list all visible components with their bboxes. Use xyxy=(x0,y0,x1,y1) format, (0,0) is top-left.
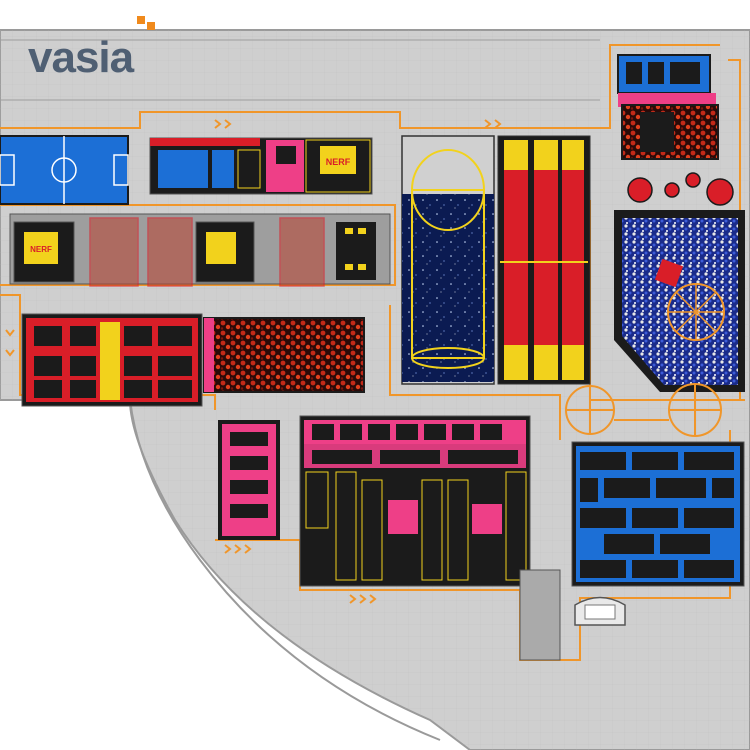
play-tower xyxy=(617,54,719,160)
soccer-court xyxy=(0,135,129,205)
bounce-pods xyxy=(627,172,734,206)
brand-logo: vasia xyxy=(28,33,134,82)
dodgeball-court: NERF xyxy=(149,137,373,195)
trampoline-red xyxy=(21,313,203,407)
direction-arrows xyxy=(5,119,502,604)
foam-pit xyxy=(203,317,365,393)
svg-text:NERF: NERF xyxy=(30,245,52,254)
entrance-reception xyxy=(519,569,626,661)
trampoline-blue xyxy=(571,441,745,587)
climbing-wheels xyxy=(565,383,722,437)
trampoline-pink xyxy=(218,420,280,540)
ninja-course: NERF xyxy=(9,213,391,287)
brand-logo-mark-icon xyxy=(137,16,155,30)
nerf-logo-icon: NERF xyxy=(326,157,351,167)
galaxy-track xyxy=(401,135,495,385)
ball-pit xyxy=(614,210,745,392)
runway-lanes xyxy=(497,135,591,385)
trampoline-main xyxy=(299,415,531,587)
